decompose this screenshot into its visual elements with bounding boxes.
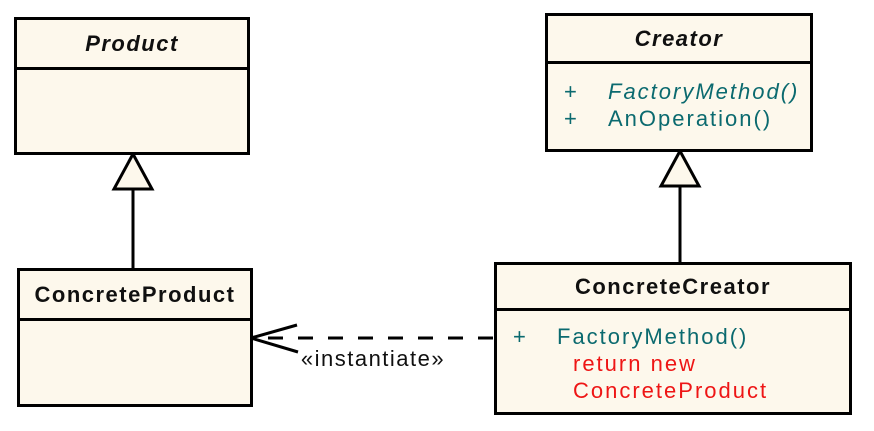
generalization-arrow-product xyxy=(111,150,155,268)
class-product-name: Product xyxy=(17,20,247,70)
class-concrete-product: ConcreteProduct xyxy=(17,268,253,407)
member-an-operation: + AnOperation() xyxy=(564,105,806,132)
class-concrete-creator-name: ConcreteCreator xyxy=(497,265,849,311)
hollow-triangle-icon xyxy=(111,150,155,191)
class-creator: Creator + FactoryMethod() + AnOperation(… xyxy=(545,13,813,152)
code-note-line-2: ConcreteProduct xyxy=(573,378,769,403)
visibility-marker: + xyxy=(564,79,579,104)
generalization-arrow-creator xyxy=(658,147,702,262)
code-note-line-1: return new xyxy=(573,351,697,376)
member-label: AnOperation() xyxy=(608,106,773,131)
member-label: FactoryMethod() xyxy=(557,324,749,349)
visibility-marker: + xyxy=(564,106,579,131)
class-concrete-creator: ConcreteCreator + FactoryMethod() return… xyxy=(494,262,852,415)
class-creator-name: Creator xyxy=(548,16,810,64)
instantiate-edge-label: «instantiate» xyxy=(300,346,446,371)
visibility-marker: + xyxy=(513,324,528,349)
class-concrete-product-name: ConcreteProduct xyxy=(20,271,250,321)
class-product: Product xyxy=(14,17,250,155)
member-factory-method: + FactoryMethod() xyxy=(513,323,845,350)
class-creator-body: + FactoryMethod() + AnOperation() xyxy=(548,64,810,132)
hollow-triangle-icon xyxy=(658,147,702,188)
member-factory-method: + FactoryMethod() xyxy=(564,78,806,105)
class-concrete-creator-body: + FactoryMethod() return new ConcretePro… xyxy=(497,311,849,404)
member-label: FactoryMethod() xyxy=(608,79,800,104)
